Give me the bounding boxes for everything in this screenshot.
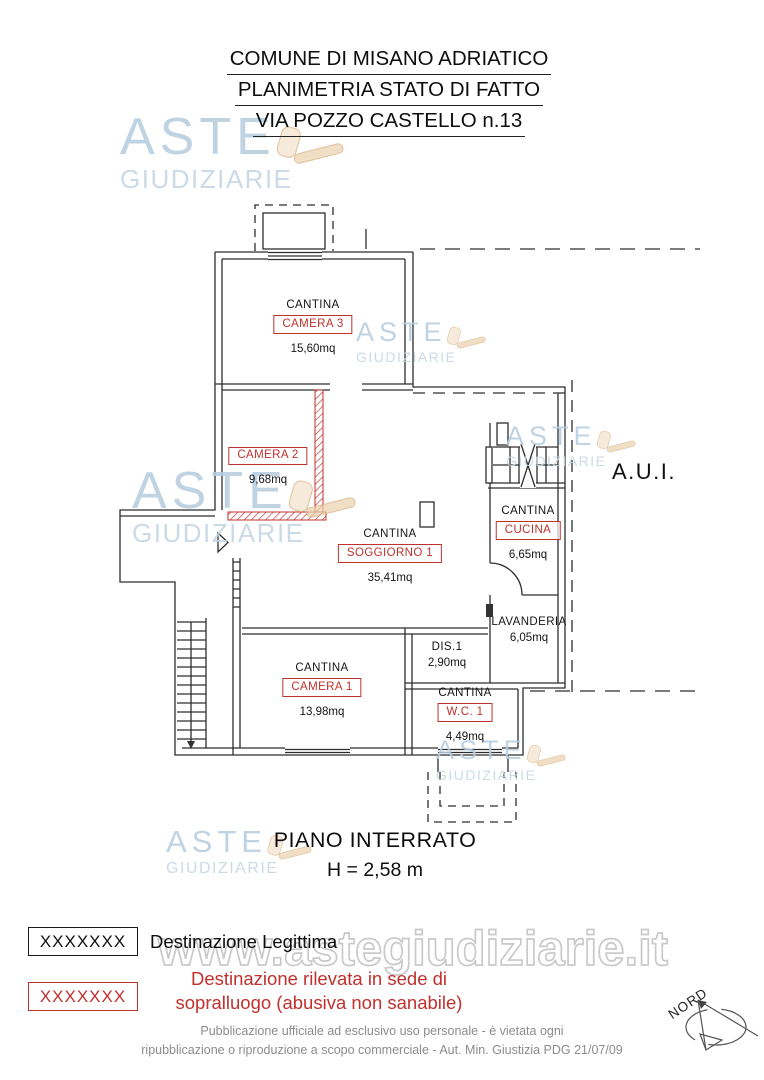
floor-label: PIANO INTERRATO [273, 828, 477, 852]
room-label-wc1: CANTINA W.C. 1 4,49mq [437, 687, 493, 744]
title-line-3: VIA POZZO CASTELLO n.13 [252, 106, 526, 138]
abusive-room-name: W.C. 1 [437, 703, 493, 723]
document-title: COMUNE DI MISANO ADRIATICO PLANIMETRIA S… [14, 44, 764, 138]
aui-label: A.U.I. [612, 459, 677, 484]
floor-caption: PIANO INTERRATO H = 2,58 m [160, 828, 590, 882]
legend-legit-label: Destinazione Legittima [150, 931, 338, 952]
footer-line-2: ripubblicazione o riproduzione a scopo c… [141, 1043, 623, 1058]
room-label-cucina: CANTINA CUCINA 6,65mq [495, 505, 561, 563]
abusive-room-name: SOGGIORNO 1 [337, 544, 443, 564]
abusive-room-name: CAMERA 3 [273, 315, 353, 335]
floor-height-label: H = 2,58 m [327, 859, 423, 881]
abusive-room-name: CAMERA 1 [282, 678, 362, 698]
title-line-1: COMUNE DI MISANO ADRIATICO [226, 44, 552, 76]
legend-abusive-sample-box: XXXXXXX [28, 982, 138, 1011]
plan-walls [119, 204, 700, 823]
abusive-room-name: CUCINA [495, 521, 561, 541]
room-label-soggiorno: CANTINA SOGGIORNO 1 35,41mq [337, 528, 443, 586]
footer-disclaimer: Pubblicazione ufficiale ad esclusivo uso… [0, 1022, 764, 1061]
room-label-lavanderia: LAVANDERIA 6,05mq [491, 616, 567, 644]
url-watermark: www.astegiudiziarie.it [157, 921, 669, 977]
legend-legit-sample-box: XXXXXXX [28, 927, 138, 956]
compass-icon [685, 999, 759, 1051]
title-line-2: PLANIMETRIA STATO DI FATTO [234, 75, 544, 107]
room-label-camera1: CANTINA CAMERA 1 13,98mq [282, 662, 362, 720]
abusive-room-name: CAMERA 2 [228, 446, 308, 466]
room-label-camera3: CANTINA CAMERA 3 15,60mq [273, 299, 353, 357]
legend-abusive-label: Destinazione rilevata in sede di soprall… [175, 968, 463, 1014]
room-label-dis1: DIS.1 2,90mq [427, 641, 467, 669]
footer-line-1: Pubblicazione ufficiale ad esclusivo uso… [200, 1024, 564, 1038]
room-label-camera2: CAMERA 2 9,68mq [228, 444, 308, 488]
